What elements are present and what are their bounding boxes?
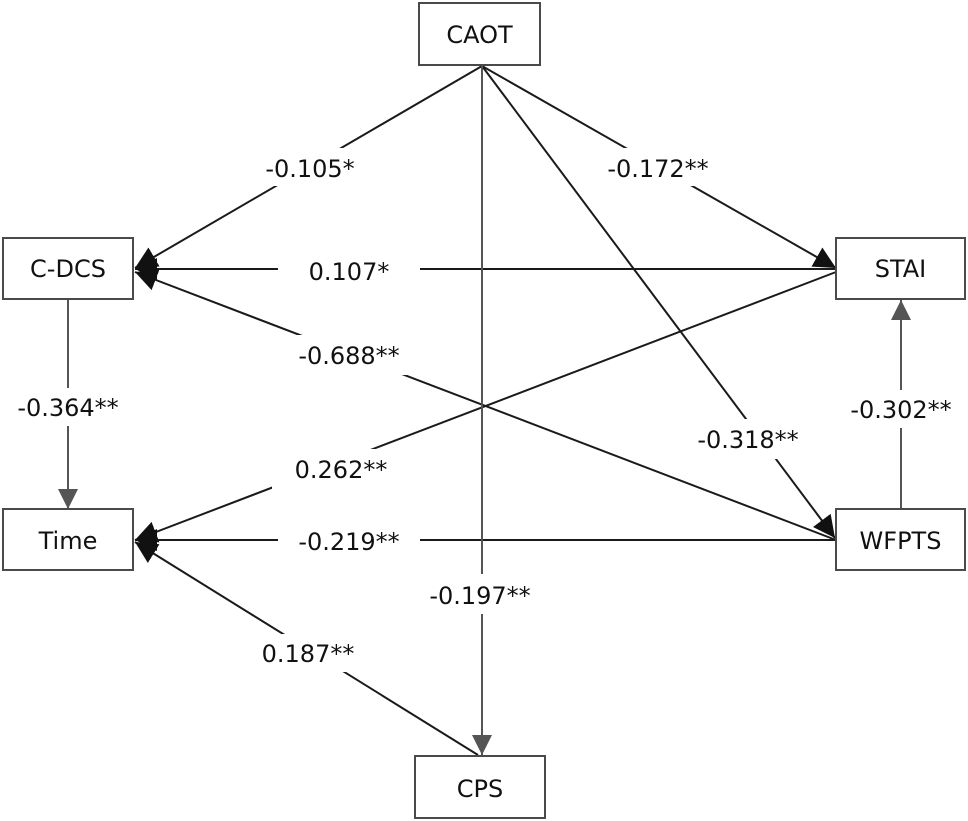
node-caot: CAOT [418,2,541,66]
label-text-wfpts-stai: -0.302** [850,396,951,424]
label-wfpts-stai: -0.302** [849,390,953,428]
label-wfpts-time: -0.219** [278,520,420,560]
edge-caot-to-wfpts [481,65,836,539]
label-cdcs-time: -0.364** [16,388,120,426]
label-cps-time: 0.187** [258,634,358,672]
node-label-caot: CAOT [446,21,513,49]
label-caot-wfpts: -0.318** [678,419,818,459]
edge-stai-to-time [134,271,837,543]
label-text-wfpts-time: -0.219** [298,528,399,556]
label-text-stai-cdcs: 0.107* [309,258,390,286]
label-text-wfpts-cdcs: -0.688** [298,342,399,370]
label-text-caot-cdcs: -0.105* [265,155,354,183]
label-text-caot-wfpts: -0.318** [697,426,798,454]
label-caot-cdcs: -0.105* [260,148,360,186]
label-wfpts-cdcs: -0.688** [280,335,418,375]
label-caot-stai: -0.172** [604,148,712,186]
label-text-caot-cps: -0.197** [429,582,530,610]
node-label-cdcs: C-DCS [30,255,106,283]
node-stai: STAI [835,237,966,300]
label-caot-cps: -0.197** [410,574,550,614]
node-label-wfpts: WFPTS [860,527,942,555]
edge-labels: -0.105* -0.172** 0.107* -0.688** -0.364*… [16,148,953,672]
label-stai-cdcs: 0.107* [278,250,420,290]
node-label-time: Time [38,527,98,555]
label-text-caot-stai: -0.172** [607,155,708,183]
label-text-cps-time: 0.187** [262,640,355,668]
edges [58,65,911,756]
label-stai-time: 0.262** [272,449,410,489]
node-time: Time [2,508,134,571]
node-label-stai: STAI [875,255,927,283]
label-text-stai-time: 0.262** [295,456,388,484]
node-label-cps: CPS [457,775,503,803]
node-cdcs: C-DCS [2,237,134,300]
node-wfpts: WFPTS [835,508,966,571]
node-cps: CPS [414,755,546,819]
label-text-cdcs-time: -0.364** [17,394,118,422]
